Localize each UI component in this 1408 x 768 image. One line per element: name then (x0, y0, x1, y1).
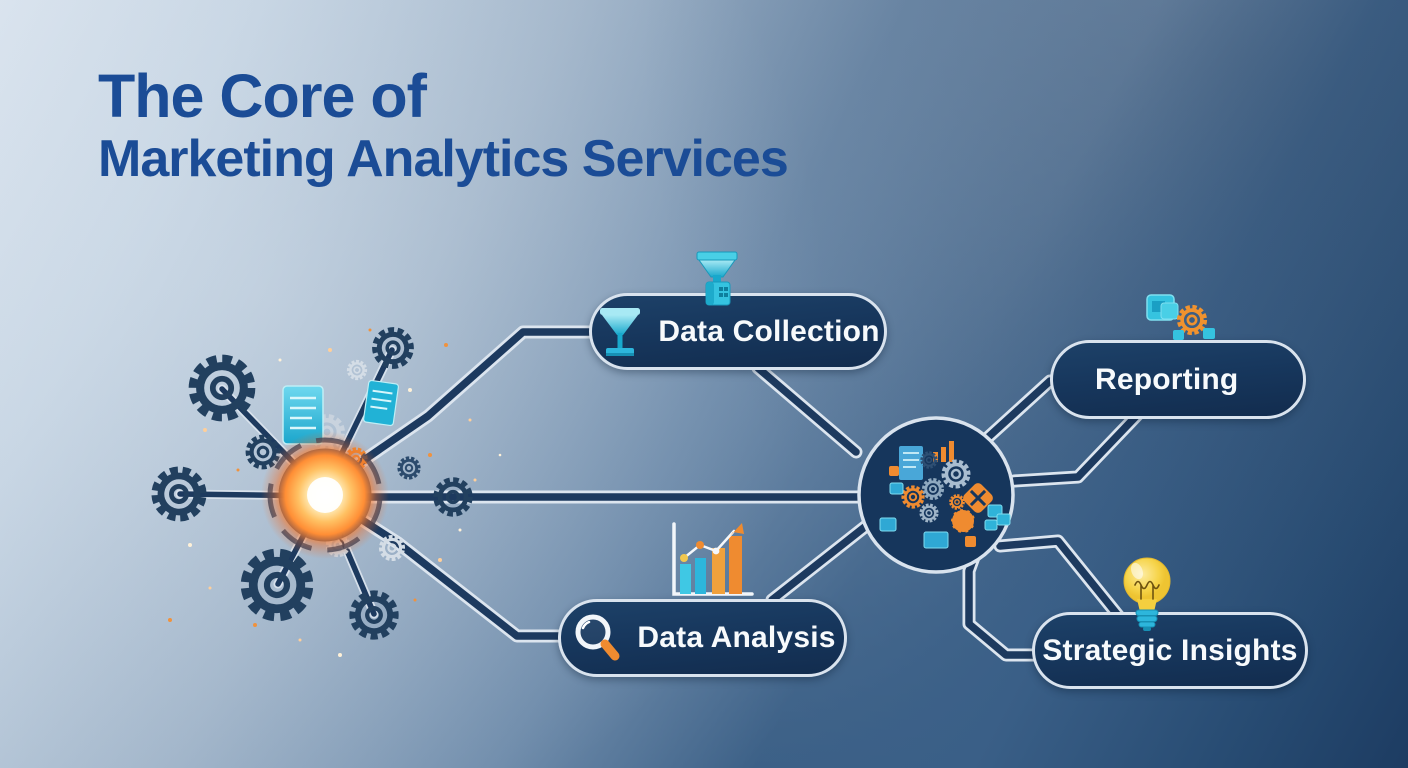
page-title: The Core of Marketing Analytics Services (98, 62, 789, 189)
gear-network-hub (153, 327, 502, 657)
title-line-1: The Core of (98, 62, 427, 130)
mini-cyan-cubes-icon (984, 504, 1011, 531)
node-label-strategic-insights: Strategic Insights (1042, 633, 1298, 667)
connector-core-to-strategic-insights-left (962, 542, 1047, 662)
node-pill-data-collection: Data Collection (589, 293, 887, 370)
cyan-document-icons (282, 379, 399, 445)
mini-cyan-blocks-icon (879, 482, 949, 549)
node-pill-data-analysis: Data Analysis (558, 599, 847, 677)
node-label-data-collection: Data Collection (658, 314, 880, 348)
mini-diamond-icon (963, 483, 993, 513)
analytics-core-hub (857, 416, 1015, 574)
node-label-reporting: Reporting (1095, 362, 1239, 396)
mini-document-icon (899, 446, 923, 480)
magnifier-icon (575, 614, 620, 661)
mini-orange-squares-icon (889, 466, 976, 547)
windows-and-gear-icon (1146, 294, 1215, 340)
title-line-2: Marketing Analytics Services (98, 130, 789, 189)
node-pill-strategic-insights: Strategic Insights (1032, 612, 1308, 689)
node-label-data-analysis: Data Analysis (637, 621, 836, 654)
mini-orange-dot-icon (950, 508, 976, 534)
lightbulb-icon (1123, 557, 1171, 631)
core-icon-collage (879, 441, 1011, 549)
connector-data-analysis-to-core (765, 519, 873, 607)
growth-bar-chart-icon (672, 522, 754, 596)
connector-reporting-to-core (1007, 402, 1150, 488)
connector-core-to-reporting (977, 374, 1057, 448)
node-pill-reporting: Reporting (1050, 340, 1306, 419)
funnel-machine-icon (696, 251, 738, 306)
connector-hub-to-data-collection (331, 325, 601, 485)
connector-data-collection-to-core (751, 361, 863, 459)
funnel-icon (600, 307, 641, 356)
glowing-core-orb (261, 431, 389, 559)
